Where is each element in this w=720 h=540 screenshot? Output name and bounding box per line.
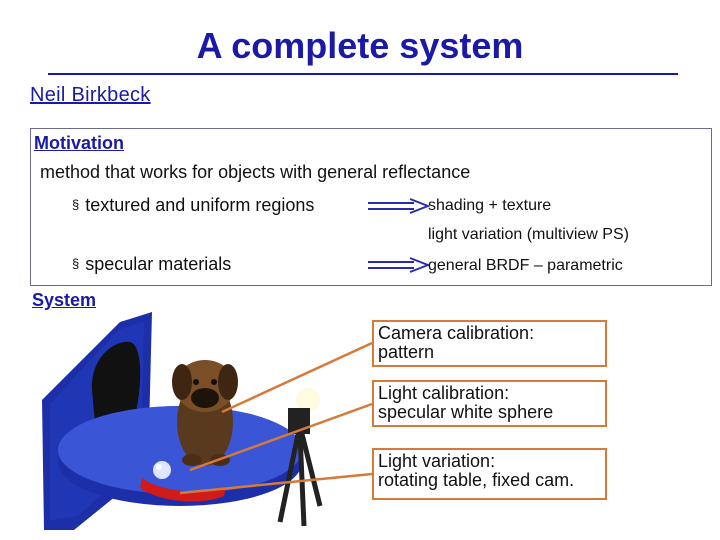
result-shading-texture: shading + texture	[428, 197, 551, 215]
system-scene-illustration	[30, 300, 410, 540]
specular-sphere	[153, 461, 171, 479]
callout-line: Camera calibration:	[378, 324, 601, 343]
bullet-marker: §	[72, 197, 79, 212]
callout-line: specular white sphere	[378, 403, 601, 422]
bullet-text: specular materials	[85, 254, 231, 274]
slide-title: A complete system	[0, 22, 720, 70]
callout-line: Light variation:	[378, 452, 601, 471]
callout-light-variation: Light variation: rotating table, fixed c…	[372, 448, 607, 500]
callout-light-calibration: Light calibration: specular white sphere	[372, 380, 607, 427]
motivation-heading: Motivation	[34, 133, 124, 154]
callout-line: rotating table, fixed cam.	[378, 471, 601, 490]
result-light-variation: light variation (multiview PS)	[428, 226, 629, 244]
camera-body	[288, 408, 310, 434]
bullet-specular-materials: § specular materials	[72, 254, 231, 275]
author-name: Neil Birkbeck	[30, 84, 151, 107]
bullet-textured-regions: § textured and uniform regions	[72, 195, 314, 216]
bullet-text: textured and uniform regions	[85, 195, 314, 215]
title-underline	[48, 73, 678, 75]
bullet-marker: §	[72, 256, 79, 271]
callout-camera-calibration: Camera calibration: pattern	[372, 320, 607, 367]
double-arrow-icon	[368, 198, 430, 214]
callout-line: Light calibration:	[378, 384, 601, 403]
double-arrow-icon	[368, 257, 430, 273]
result-general-brdf: general BRDF – parametric	[428, 257, 623, 275]
motivation-text: method that works for objects with gener…	[40, 162, 470, 183]
callout-line: pattern	[378, 343, 601, 362]
